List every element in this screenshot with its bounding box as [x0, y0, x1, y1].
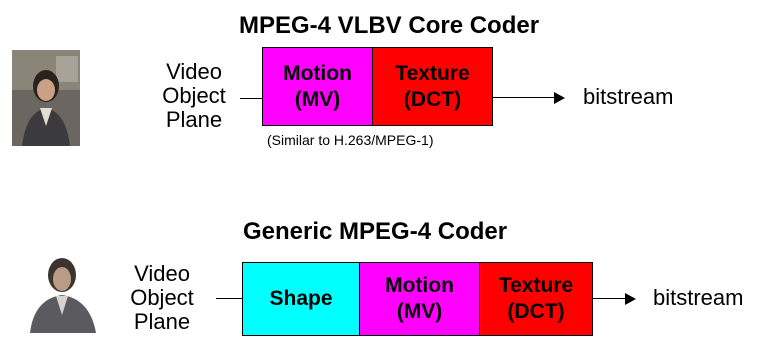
top-texture-box: Texture (DCT): [372, 47, 493, 126]
top-motion-label: Motion: [283, 61, 352, 85]
bottom-motion-box: Motion (MV): [359, 262, 480, 336]
bottom-input-arrow-line: [216, 298, 242, 299]
top-motion-box: Motion (MV): [262, 47, 373, 126]
bottom-motion-sublabel: (MV): [396, 300, 443, 323]
bottom-input-label-line1: Video: [134, 261, 190, 286]
top-motion-sublabel: (MV): [294, 87, 341, 111]
bottom-output-label: bitstream: [653, 285, 744, 310]
bottom-input-label: Video Object Plane: [122, 262, 202, 334]
top-texture-label: Texture: [395, 61, 470, 85]
video-frame-image: [12, 50, 80, 146]
top-input-label-line3: Plane: [165, 107, 223, 132]
bottom-shape-label: Shape: [269, 287, 333, 310]
core-coder-title: MPEG-4 VLBV Core Coder: [239, 12, 540, 39]
person-shape-image: [30, 258, 96, 333]
bottom-shape-box: Shape: [242, 262, 360, 336]
bottom-output-arrow-line: [593, 298, 626, 299]
top-note: (Similar to H.263/MPEG-1): [267, 132, 434, 148]
top-output-label: bitstream: [583, 84, 674, 109]
top-input-arrow-line: [240, 98, 262, 99]
top-texture-sublabel: (DCT): [403, 87, 462, 111]
bottom-texture-sublabel: (DCT): [507, 300, 565, 323]
top-output-arrowhead: [554, 92, 565, 104]
bottom-input-label-line2: Object: [130, 285, 194, 310]
bottom-motion-label: Motion: [385, 274, 454, 297]
bottom-output-arrowhead: [625, 293, 636, 305]
bottom-texture-box: Texture (DCT): [479, 262, 593, 336]
generic-coder-title: Generic MPEG-4 Coder: [243, 218, 508, 245]
top-output-arrow-line: [493, 97, 555, 98]
top-input-label-line1: Video: [166, 59, 222, 84]
top-input-label-line2: Object: [162, 83, 226, 108]
top-input-label: Video Object Plane: [154, 60, 234, 132]
bottom-texture-label: Texture: [498, 274, 574, 297]
bottom-input-label-line3: Plane: [133, 309, 191, 334]
